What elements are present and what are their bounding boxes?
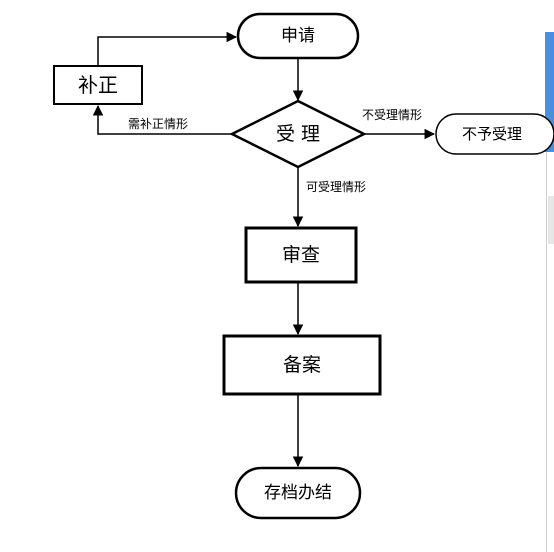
node-accept: 受 理	[229, 99, 367, 169]
edge-label-acceptable: 可受理情形	[306, 180, 366, 194]
node-apply-label: 申请	[281, 26, 315, 46]
side-panel-tab	[548, 196, 554, 244]
node-reject: 不予受理	[435, 113, 554, 155]
side-panel-border	[546, 32, 547, 552]
edge-accept-supplement	[92, 104, 232, 135]
node-review-label: 审查	[282, 244, 320, 266]
node-supplement: 补正	[53, 65, 143, 105]
node-record-label: 备案	[283, 354, 321, 376]
node-archive: 存档办结	[234, 466, 362, 520]
edge-label-not-acceptable: 不受理情形	[362, 108, 422, 122]
node-review: 审查	[244, 226, 358, 284]
node-reject-label: 不予受理	[462, 125, 522, 143]
node-archive-label: 存档办结	[264, 483, 332, 503]
edge-label-need-supplement: 需补正情形	[128, 117, 188, 131]
node-apply: 申请	[236, 12, 360, 60]
side-panel-accent	[545, 32, 554, 152]
node-supplement-label: 补正	[78, 73, 118, 97]
edge-supplement-apply	[97, 31, 238, 66]
node-accept-label: 受 理	[276, 123, 320, 145]
node-record: 备案	[222, 334, 382, 396]
